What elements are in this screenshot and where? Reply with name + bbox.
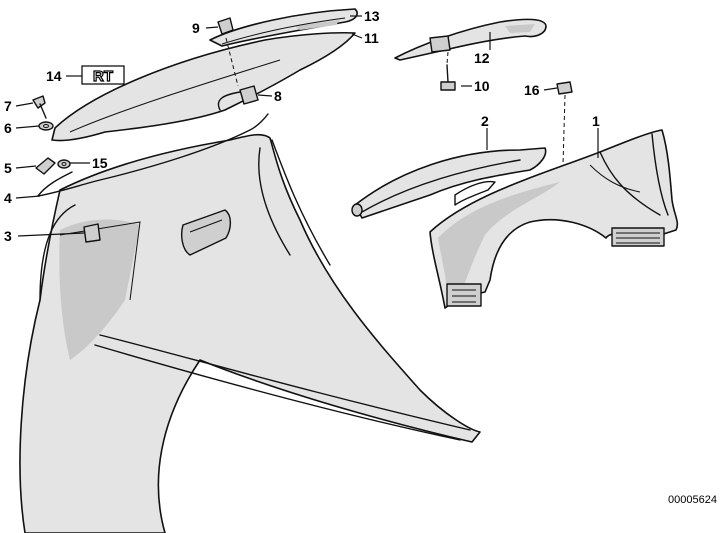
callout-7: 7	[4, 98, 12, 114]
washer-6	[38, 121, 54, 131]
side-fairing-panel	[429, 129, 679, 309]
edge-trim-seal	[37, 113, 269, 197]
callout-9: 9	[192, 20, 200, 36]
callout-11: 11	[364, 30, 379, 46]
windshield-panel	[51, 31, 356, 142]
main-front-fairing	[19, 133, 481, 533]
callout-16: 16	[524, 82, 540, 98]
callout-10: 10	[474, 78, 490, 94]
rt-emblem: RT	[81, 65, 125, 86]
grommet-15	[57, 159, 71, 169]
bolt-10	[440, 64, 456, 91]
clip-5	[35, 157, 56, 175]
callout-1: 1	[592, 113, 600, 129]
inner-trim-strip	[351, 147, 547, 219]
callout-15: 15	[92, 155, 108, 171]
callout-2: 2	[481, 113, 489, 129]
document-number: 00005624	[668, 494, 717, 506]
clip-9	[217, 17, 234, 35]
mirror-bracket	[394, 18, 547, 61]
nut-8	[239, 85, 259, 105]
callout-12: 12	[474, 50, 490, 66]
callout-14: 14	[46, 68, 62, 84]
callout-6: 6	[4, 120, 12, 136]
callout-4: 4	[4, 190, 12, 206]
callout-13: 13	[364, 8, 380, 24]
callout-8: 8	[274, 88, 282, 104]
callout-3: 3	[4, 228, 12, 244]
clip-16	[556, 81, 573, 95]
callout-5: 5	[4, 160, 12, 176]
rt-emblem-text: RT	[93, 68, 113, 85]
bolt-7	[32, 95, 47, 119]
nut-3	[83, 223, 101, 243]
upper-trim-rail	[209, 8, 358, 47]
